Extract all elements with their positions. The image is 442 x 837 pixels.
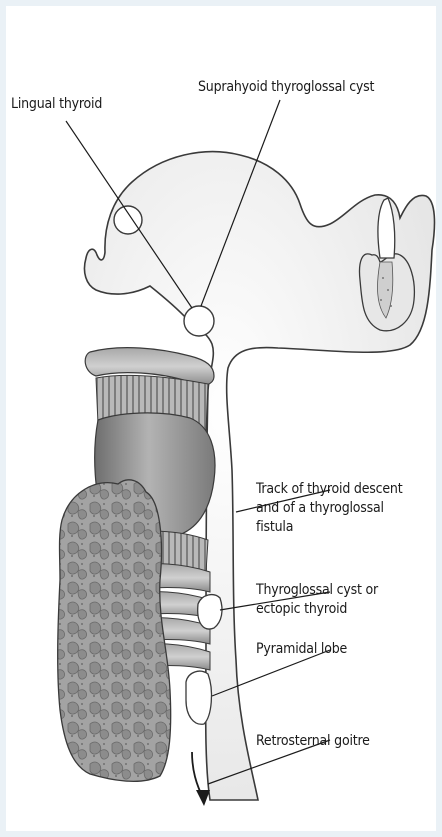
label-lingual-thyroid: Lingual thyroid	[11, 95, 102, 113]
pyramidal-lobe	[186, 671, 211, 724]
label-retrosternal-goitre: Retrosternal goitre	[256, 732, 370, 750]
label-pyramidal-lobe: Pyramidal lobe	[256, 640, 347, 658]
label-track-line2: and of a thyroglossal	[256, 499, 384, 517]
lingual-thyroid-marker	[114, 206, 142, 234]
label-track-line3: fistula	[256, 518, 293, 536]
label-cyst-line2: ectopic thyroid	[256, 600, 347, 618]
label-track-line1: Track of thyroid descent	[256, 480, 402, 498]
suprahyoid-cyst-marker	[184, 306, 214, 336]
thyroid-gland	[58, 480, 171, 782]
thyroglossal-cyst	[198, 595, 222, 629]
label-suprahyoid-cyst: Suprahyoid thyroglossal cyst	[198, 78, 374, 96]
label-cyst-line1: Thyroglossal cyst or	[256, 581, 378, 599]
